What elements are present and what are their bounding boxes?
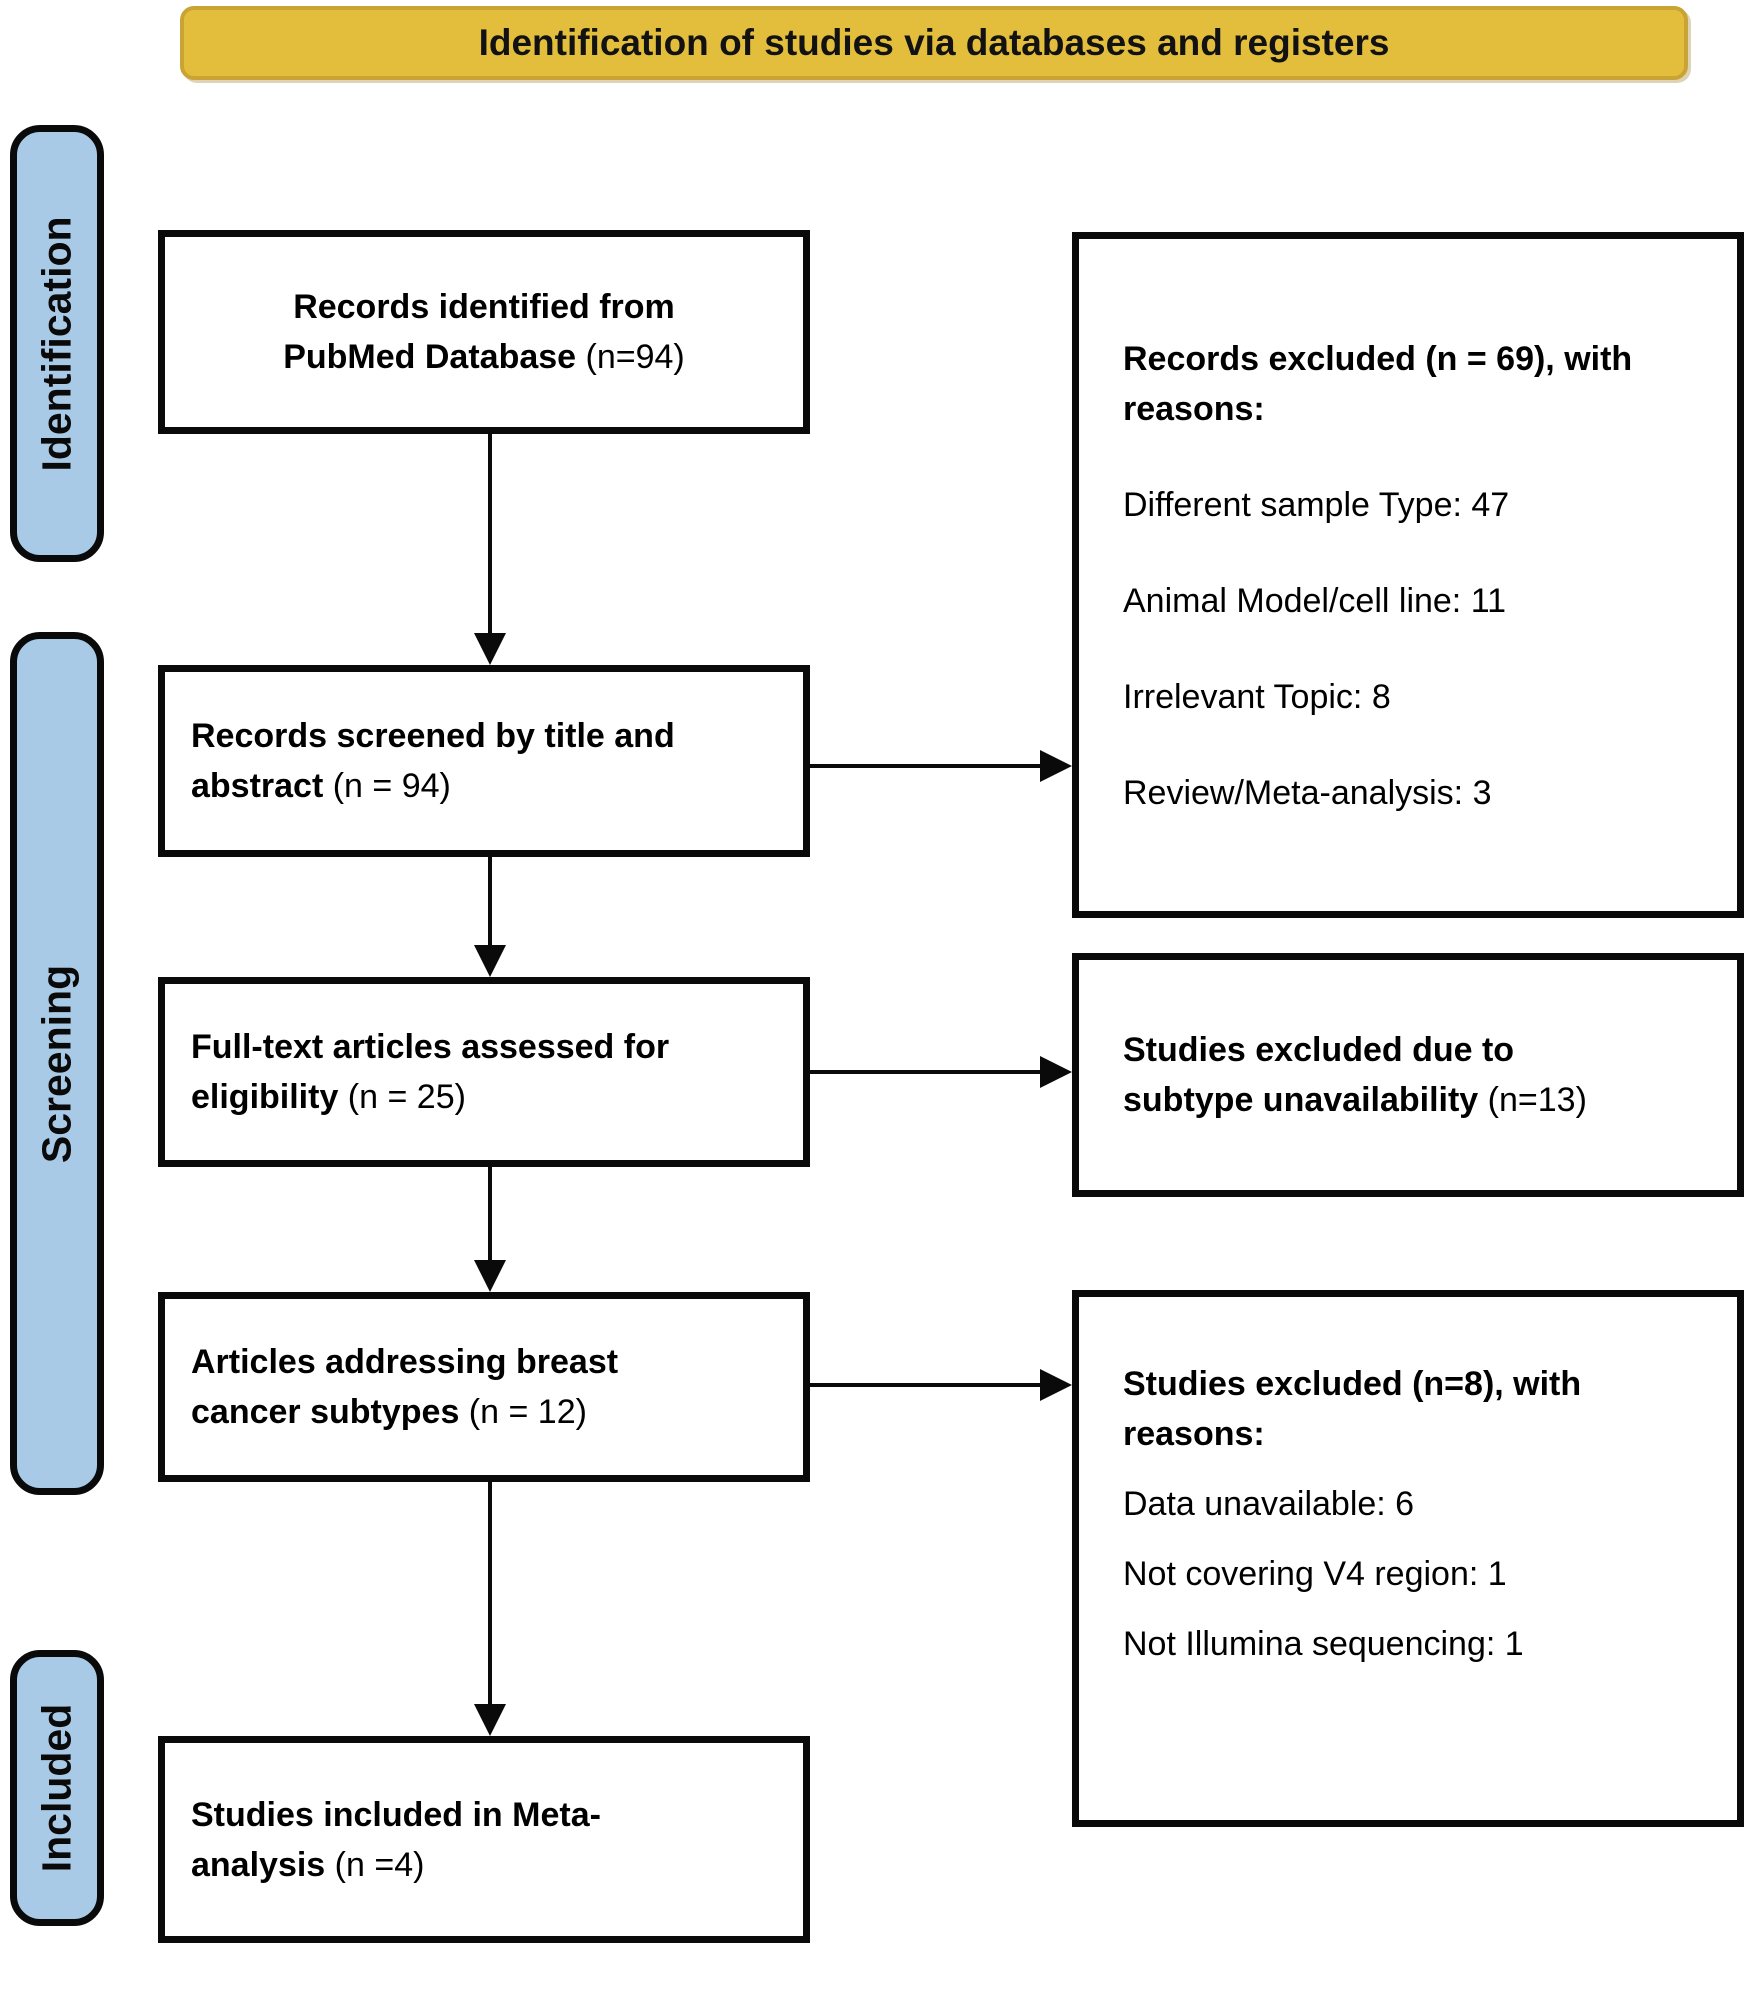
stage-tab-identification: Identification <box>10 125 104 562</box>
stage-label-screening: Screening <box>33 964 80 1163</box>
exclusion-heading: Studies excluded (n=8), with reasons: <box>1123 1365 1582 1453</box>
flow-box-text: Studies included in Meta-analysis (n =4) <box>191 1795 601 1884</box>
banner-title: Identification of studies via databases … <box>478 22 1390 63</box>
arrow-head-icon <box>1040 750 1072 782</box>
arrow-right-fulltext-to-excluded <box>810 1056 1072 1088</box>
arrow-down-subtypes-to-included <box>474 1482 506 1736</box>
exclusion-reason: Animal Model/cell line: 11 <box>1123 582 1506 620</box>
arrow-head-icon <box>474 633 506 665</box>
exclusion-reason: Not Illumina sequencing: 1 <box>1123 1625 1524 1663</box>
flow-box-studies-included: Studies included in Meta-analysis (n =4) <box>158 1736 810 1943</box>
arrow-shaft <box>488 1482 492 1706</box>
exclusion-box-studies-excluded: Studies excluded (n=8), with reasons: Da… <box>1072 1290 1744 1827</box>
banner: Identification of studies via databases … <box>180 6 1688 80</box>
stage-label-included: Included <box>33 1703 80 1873</box>
arrow-head-icon <box>474 1260 506 1292</box>
exclusion-heading: Records excluded (n = 69), with reasons: <box>1123 340 1633 428</box>
arrow-shaft <box>488 1167 492 1262</box>
flow-box-text: Full-text articles assessed for eligibil… <box>191 1028 670 1116</box>
exclusion-reason: Different sample Type: 47 <box>1123 486 1510 524</box>
arrow-shaft <box>488 433 492 635</box>
flow-box-text: Records screened by title and abstract (… <box>191 717 675 805</box>
stage-tab-included: Included <box>10 1650 104 1926</box>
arrow-shaft <box>810 764 1042 768</box>
exclusion-heading: Studies excluded due to subtype unavaila… <box>1123 1031 1587 1119</box>
flow-box-records-identified: Records identified from PubMed Database … <box>158 230 810 434</box>
flow-box-text: Records identified from PubMed Database … <box>283 288 685 376</box>
exclusion-box-subtype-unavailability: Studies excluded due to subtype unavaila… <box>1072 953 1744 1197</box>
arrow-head-icon <box>1040 1056 1072 1088</box>
arrow-down-screened-to-fulltext <box>474 857 506 977</box>
stage-label-identification: Identification <box>33 215 80 472</box>
arrow-head-icon <box>474 1704 506 1736</box>
exclusion-reason: Data unavailable: 6 <box>1123 1485 1415 1523</box>
arrow-shaft <box>488 857 492 947</box>
exclusion-box-records-excluded: Records excluded (n = 69), with reasons:… <box>1072 232 1744 918</box>
arrow-right-screened-to-excluded <box>810 750 1072 782</box>
flow-box-records-screened: Records screened by title and abstract (… <box>158 665 810 857</box>
exclusion-reason: Review/Meta-analysis: 3 <box>1123 774 1492 812</box>
arrow-head-icon <box>1040 1369 1072 1401</box>
flow-box-articles-subtypes: Articles addressing breast cancer subtyp… <box>158 1292 810 1482</box>
arrow-head-icon <box>474 945 506 977</box>
arrow-shaft <box>810 1070 1042 1074</box>
flow-box-fulltext-assessed: Full-text articles assessed for eligibil… <box>158 977 810 1167</box>
stage-tab-screening: Screening <box>10 632 104 1495</box>
flow-box-text: Articles addressing breast cancer subtyp… <box>191 1343 619 1431</box>
arrow-shaft <box>810 1383 1042 1387</box>
exclusion-reason: Irrelevant Topic: 8 <box>1123 678 1391 716</box>
arrow-down-fulltext-to-subtypes <box>474 1167 506 1292</box>
arrow-right-subtypes-to-excluded <box>810 1369 1072 1401</box>
exclusion-reason: Not covering V4 region: 1 <box>1123 1555 1507 1593</box>
arrow-down-identified-to-screened <box>474 433 506 665</box>
